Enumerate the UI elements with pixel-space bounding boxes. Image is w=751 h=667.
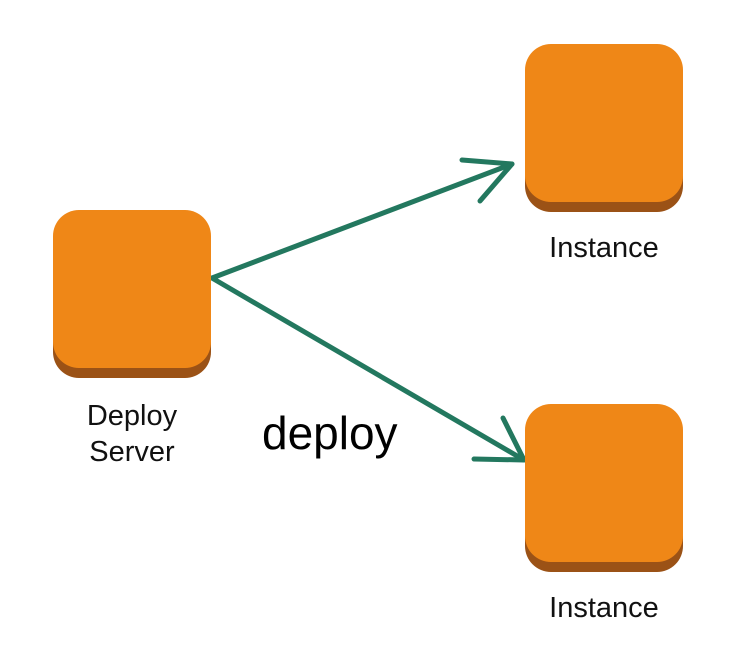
arrow-to-bottom-instance (209, 275, 527, 463)
instance-bottom-label: Instance (549, 592, 659, 624)
arrowhead-top-instance (459, 157, 515, 204)
instance-bottom-box-face (525, 404, 683, 562)
instance-top-label: Instance (549, 232, 659, 264)
arrow-to-top-instance (209, 161, 515, 281)
deploy-server-label-line1: Deploy (86, 400, 178, 432)
instance-top-box-face (525, 44, 683, 202)
edge-label-deploy: deploy (262, 407, 398, 459)
deploy-server-label-line2: Server (89, 436, 175, 468)
arrowhead-bottom-instance (471, 415, 527, 463)
deploy-server-box (53, 210, 211, 378)
instance-top-box (525, 44, 683, 212)
deploy-server-label: Deploy Server (53, 398, 211, 470)
deploy-server-box-face (53, 210, 211, 368)
instance-bottom-box (525, 404, 683, 572)
